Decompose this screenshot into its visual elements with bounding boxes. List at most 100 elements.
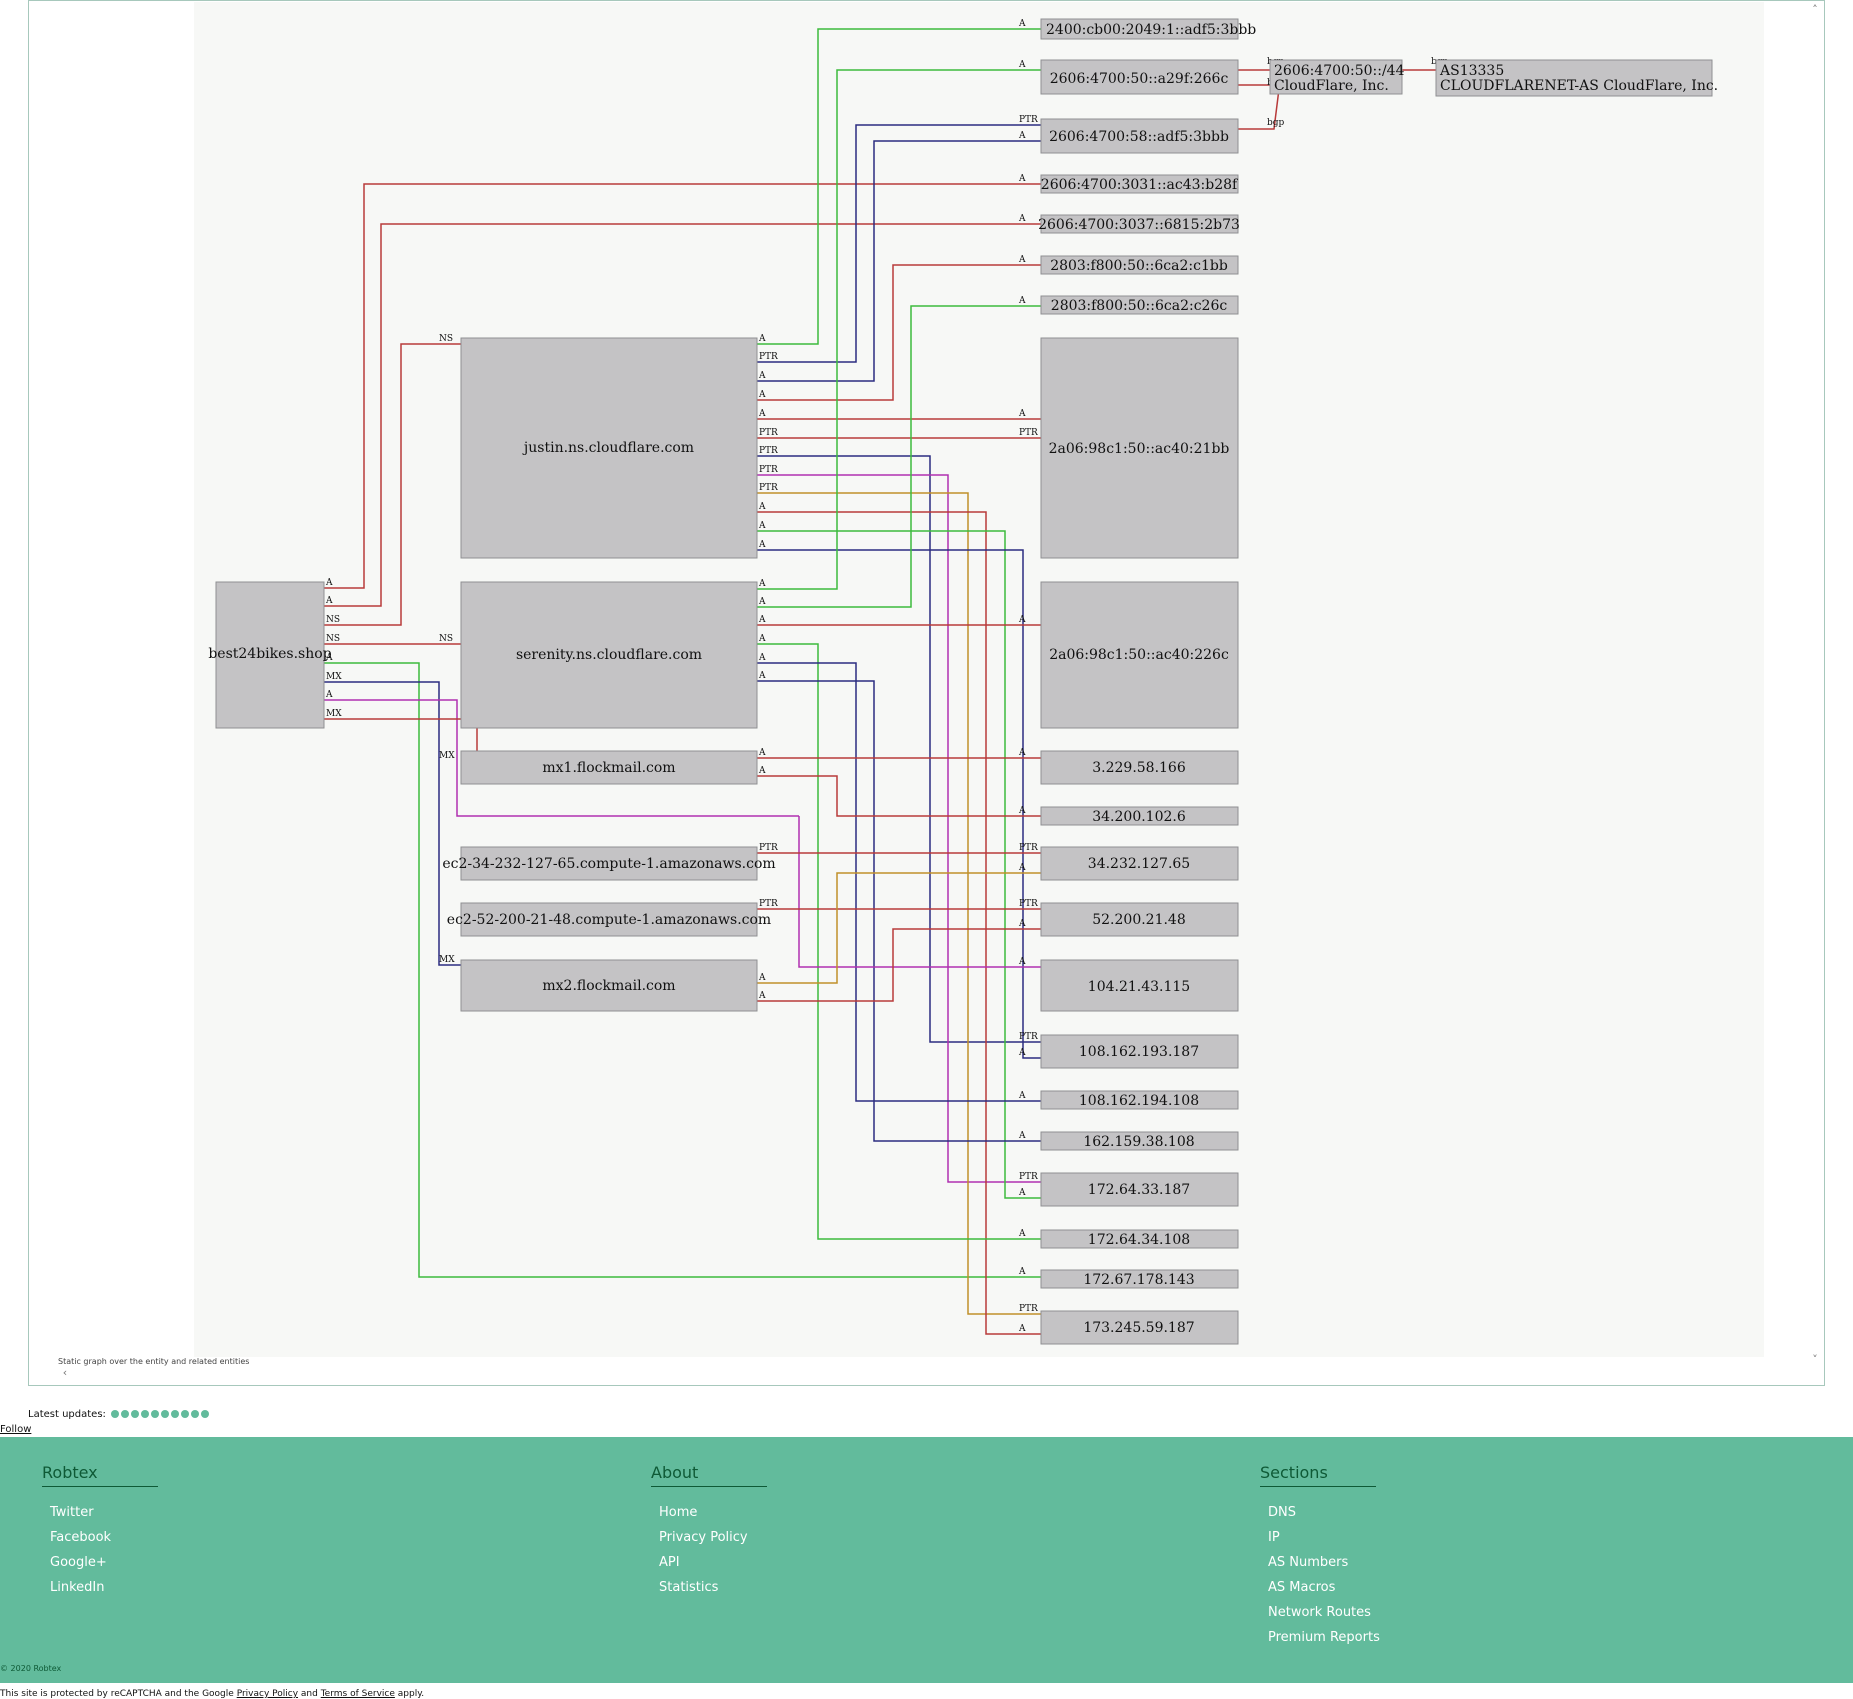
edge-label: A (1018, 919, 1026, 929)
update-dot[interactable] (141, 1410, 150, 1418)
footer-link-network-routes[interactable]: Network Routes (1268, 1605, 1371, 1620)
node-2a06-226c[interactable]: 2a06:98c1:50::ac40:226c (1040, 581, 1239, 729)
google-privacy-link[interactable]: Privacy Policy (236, 1689, 299, 1699)
node-2400-cb00[interactable]: 2400:cb00:2049:1::adf5:3bbb (1040, 18, 1256, 40)
footer-link-premium-reports[interactable]: Premium Reports (1268, 1630, 1380, 1645)
graph-edge (757, 662, 1041, 1102)
footer-link-as-numbers[interactable]: AS Numbers (1268, 1555, 1349, 1570)
edge-label: A (325, 690, 333, 700)
edge-label: A (758, 748, 766, 758)
vertical-scrollbar[interactable]: ˄ ˅ (1808, 3, 1822, 1367)
node-ip-108-162-193-187[interactable]: 108.162.193.187 (1040, 1034, 1239, 1069)
node-ip-34-232-127-65[interactable]: 34.232.127.65 (1040, 846, 1239, 881)
update-dot[interactable] (181, 1410, 190, 1418)
footer-sections-column: Sections DNS IP AS Numbers AS Macros Net… (1260, 1463, 1380, 1654)
edge-label: MX (326, 709, 342, 719)
footer-link-dns[interactable]: DNS (1268, 1505, 1296, 1520)
footer-link-facebook[interactable]: Facebook (50, 1530, 112, 1545)
update-dot[interactable] (191, 1410, 200, 1418)
graph-edge (757, 549, 1041, 1059)
node-2606-4700-3037[interactable]: 2606:4700:3037::6815:2b73 (1038, 214, 1240, 234)
edge-label: PTR (1019, 899, 1038, 909)
footer-link-statistics[interactable]: Statistics (659, 1580, 719, 1595)
update-dot[interactable] (131, 1410, 140, 1418)
edge-label: A (758, 390, 766, 400)
update-dot[interactable] (171, 1410, 180, 1418)
edge-label: A (325, 578, 333, 588)
update-dot[interactable] (161, 1410, 170, 1418)
node-2803-f800-c26c[interactable]: 2803:f800:50::6ca2:c26c (1040, 295, 1239, 315)
svg-text:ec2-52-200-21-48.compute-1.ama: ec2-52-200-21-48.compute-1.amazonaws.com (447, 912, 771, 928)
footer-link-api[interactable]: API (659, 1555, 680, 1570)
svg-text:best24bikes.shop: best24bikes.shop (208, 646, 331, 662)
edge-label: A (1018, 255, 1026, 265)
node-ip-3-229-58-166[interactable]: 3.229.58.166 (1040, 750, 1239, 785)
graph-edge (324, 699, 799, 817)
node-2a06-21bb[interactable]: 2a06:98c1:50::ac40:21bb (1040, 337, 1239, 559)
svg-text:34.200.102.6: 34.200.102.6 (1092, 809, 1186, 825)
node-serenity-ns[interactable]: serenity.ns.cloudflare.com (460, 581, 758, 729)
graph-canvas (194, 2, 1764, 1357)
update-dots[interactable] (109, 1409, 210, 1420)
edge-label: PTR (1019, 1032, 1038, 1042)
update-dot[interactable] (121, 1410, 130, 1418)
footer-sections-title: Sections (1260, 1463, 1376, 1487)
footer-link-privacy-policy[interactable]: Privacy Policy (659, 1530, 748, 1545)
node-ec2-34-232-127-65[interactable]: ec2-34-232-127-65.compute-1.amazonaws.co… (442, 846, 776, 881)
edge-label: A (1018, 409, 1026, 419)
node-2803-f800-c1bb[interactable]: 2803:f800:50::6ca2:c1bb (1040, 255, 1239, 275)
node-mx2-flockmail[interactable]: mx2.flockmail.com (460, 959, 758, 1012)
node-ip-172-64-34-108[interactable]: 172.64.34.108 (1040, 1229, 1239, 1249)
node-ip-34-200-102-6[interactable]: 34.200.102.6 (1040, 806, 1239, 826)
scroll-down-icon[interactable]: ˅ (1812, 1353, 1818, 1366)
node-ip-172-64-33-187[interactable]: 172.64.33.187 (1040, 1172, 1239, 1207)
graph-edge (757, 264, 1041, 401)
follow-link[interactable]: Follow (0, 1424, 32, 1435)
scroll-right-icon[interactable]: › (1824, 1366, 1825, 1380)
node-ip-104-21-43-115[interactable]: 104.21.43.115 (1040, 959, 1239, 1012)
edge-label: PTR (759, 446, 778, 456)
graph-caption: Static graph over the entity and related… (58, 1357, 250, 1366)
svg-text:34.232.127.65: 34.232.127.65 (1088, 856, 1190, 872)
graph-edge (324, 681, 461, 966)
node-ec2-52-200-21-48[interactable]: ec2-52-200-21-48.compute-1.amazonaws.com (447, 902, 771, 937)
update-dot[interactable] (151, 1410, 160, 1418)
node-ip-172-67-178-143[interactable]: 172.67.178.143 (1040, 1269, 1239, 1289)
horizontal-scrollbar[interactable]: ‹ › (58, 1366, 1825, 1380)
node-ip-108-162-194-108[interactable]: 108.162.194.108 (1040, 1090, 1239, 1110)
edge-label: PTR (759, 428, 778, 438)
node-justin-ns[interactable]: justin.ns.cloudflare.com (460, 337, 758, 559)
node-2606-4700-3031[interactable]: 2606:4700:3031::ac43:b28f (1040, 174, 1239, 194)
node-mx1-flockmail[interactable]: mx1.flockmail.com (460, 750, 758, 785)
edge-label: A (758, 502, 766, 512)
node-2606-4700-50-a29f[interactable]: 2606:4700:50::a29f:266c (1040, 59, 1239, 95)
graph-edge (757, 511, 1041, 1335)
footer-link-twitter[interactable]: Twitter (50, 1505, 94, 1520)
edge-label: MX (326, 672, 342, 682)
footer-link-as-macros[interactable]: AS Macros (1268, 1580, 1336, 1595)
edge-label: A (758, 615, 766, 625)
footer-link-linkedin[interactable]: LinkedIn (50, 1580, 105, 1595)
footer-about-column: About Home Privacy Policy API Statistics (651, 1463, 767, 1604)
node-ip-52-200-21-48[interactable]: 52.200.21.48 (1040, 902, 1239, 937)
scroll-up-icon[interactable]: ˄ (1812, 3, 1818, 16)
edge-label: PTR (1019, 428, 1038, 438)
google-terms-link[interactable]: Terms of Service (320, 1689, 395, 1699)
graph-edges (324, 28, 1436, 1335)
node-2606-4700-58[interactable]: 2606:4700:58::adf5:3bbb (1040, 118, 1239, 154)
footer-link-home[interactable]: Home (659, 1505, 698, 1520)
node-ip-162-159-38-108[interactable]: 162.159.38.108 (1040, 1131, 1239, 1151)
update-dot[interactable] (201, 1410, 210, 1418)
graph-edge (324, 662, 1041, 1278)
svg-text:mx2.flockmail.com: mx2.flockmail.com (542, 978, 675, 994)
footer-link-ip[interactable]: IP (1268, 1530, 1280, 1545)
scroll-left-icon[interactable]: ‹ (62, 1366, 68, 1379)
node-best24bikes-shop[interactable]: best24bikes.shop (208, 581, 332, 729)
node-ip-173-245-59-187[interactable]: 173.245.59.187 (1040, 1310, 1239, 1345)
footer-link-googleplus[interactable]: Google+ (50, 1555, 107, 1570)
update-dot[interactable] (111, 1410, 120, 1418)
footer-robtex-title: Robtex (42, 1463, 158, 1487)
